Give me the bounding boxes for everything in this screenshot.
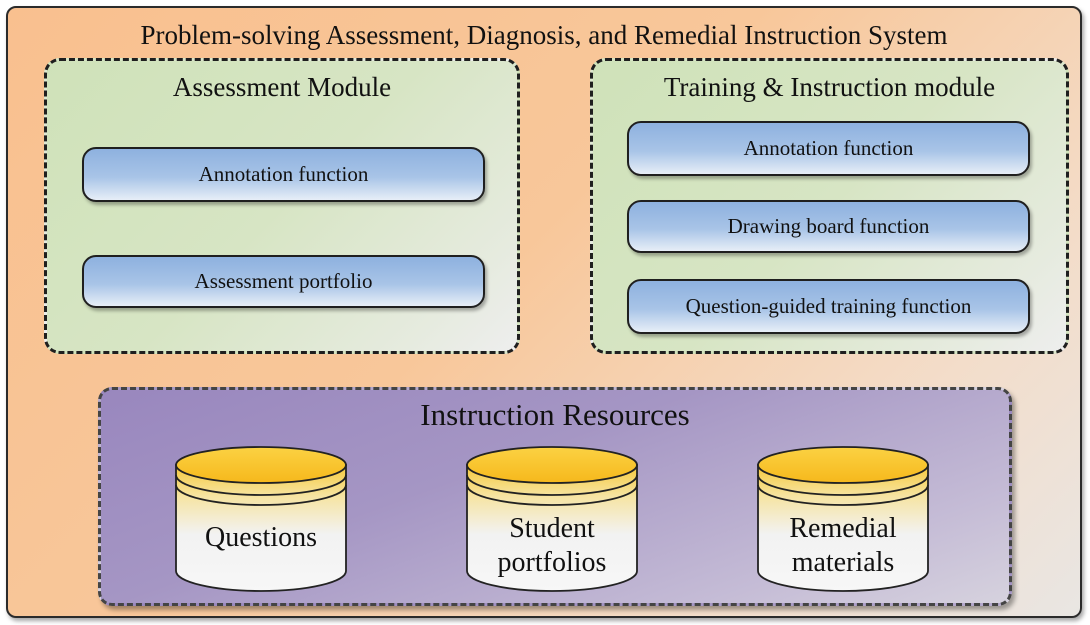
student-portfolios-database: Student portfolios (464, 445, 640, 595)
assessment-module: Assessment Module Annotation function As… (44, 58, 520, 354)
remedial-materials-database: Remedial materials (755, 445, 931, 595)
system-container: Problem-solving Assessment, Diagnosis, a… (6, 6, 1082, 618)
questions-database: Questions (173, 445, 349, 595)
assessment-annotation-function: Annotation function (82, 147, 485, 202)
database-icon (175, 446, 347, 592)
resources-title: Instruction Resources (420, 397, 690, 432)
student-portfolios-label-line1: Student (509, 513, 595, 544)
questions-label: Questions (205, 522, 317, 553)
question-guided-training-function: Question-guided training function (627, 279, 1030, 334)
training-annotation-function: Annotation function (627, 121, 1030, 176)
training-module: Training & Instruction module Annotation… (590, 58, 1069, 354)
student-portfolios-label-line2: portfolios (497, 547, 607, 578)
drawing-board-function: Drawing board function (627, 200, 1030, 253)
assessment-module-title: Assessment Module (172, 72, 392, 102)
database-icon (757, 446, 929, 592)
system-title: Problem-solving Assessment, Diagnosis, a… (140, 20, 948, 50)
assessment-portfolio-function: Assessment portfolio (82, 255, 485, 308)
database-icon (466, 446, 638, 592)
remedial-materials-label-line2: materials (791, 547, 895, 578)
instruction-resources: Instruction Resources Questions Student … (98, 387, 1012, 606)
training-module-title: Training & Instruction module (663, 72, 996, 102)
remedial-materials-label-line1: Remedial (789, 513, 897, 544)
